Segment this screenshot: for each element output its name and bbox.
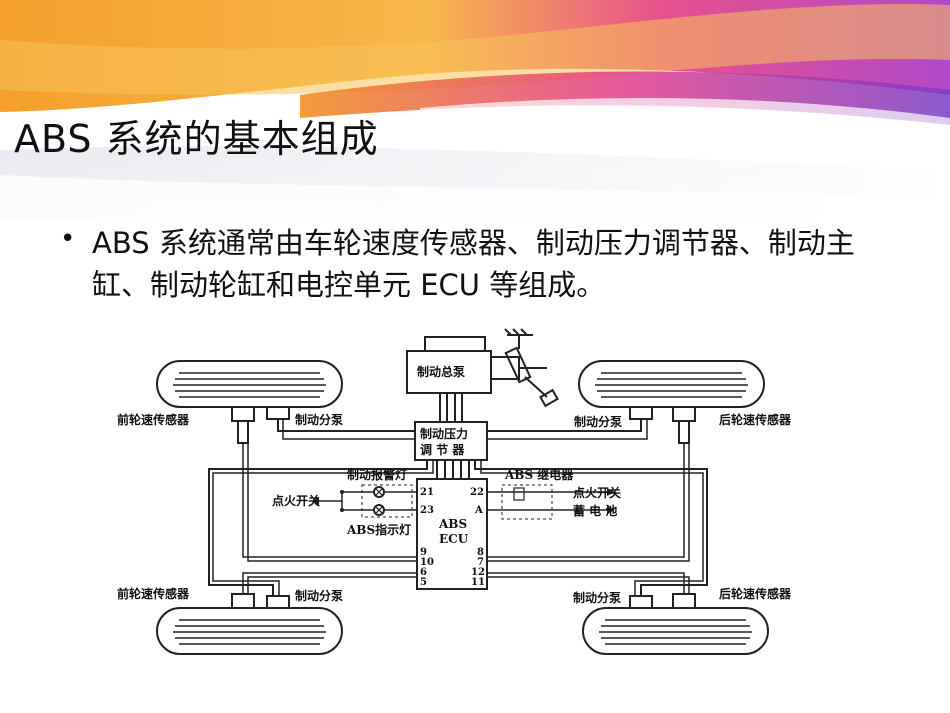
- wheel-cylinder-label-front-top: 制动分泵: [295, 412, 343, 427]
- decorative-banner: [0, 0, 950, 220]
- bullet-list: • ABS 系统通常由车轮速度传感器、制动压力调节器、制动主缸、制动轮缸和电控单…: [60, 222, 880, 332]
- slide-title: ABS 系统的基本组成: [14, 117, 379, 161]
- bullet-item-text: ABS 系统通常由车轮速度传感器、制动压力调节器、制动主缸、制动轮缸和电控单元 …: [92, 226, 855, 302]
- rear-right-tire-bottom: [582, 607, 769, 655]
- pin-6: 6: [420, 567, 427, 578]
- ecu-label-1: ABS: [438, 517, 467, 531]
- pressure-modulator-label-2: 调 节 器: [420, 442, 465, 457]
- pin-23: 23: [420, 505, 434, 516]
- pressure-modulator-box: [414, 421, 488, 461]
- relay-coil-icon: [513, 487, 525, 501]
- ignition-switch-label-right: 点火开关: [573, 485, 621, 500]
- rear-left-tire-top: [578, 360, 765, 408]
- battery-label: 蓄 电 池: [573, 503, 617, 518]
- pin-8: 8: [477, 547, 484, 558]
- pin-9: 9: [420, 547, 427, 558]
- pin-10: 10: [420, 557, 434, 568]
- front-right-tire-bottom: [156, 607, 343, 655]
- ignition-switch-label-left: 点火开关: [272, 493, 320, 508]
- front-sensor-label-bottom: 前轮速传感器: [117, 586, 190, 601]
- pin-21: 21: [420, 487, 434, 498]
- pin-5: 5: [420, 577, 427, 588]
- abs-lamp-label: ABS指示灯: [346, 522, 411, 537]
- brake-pedal: [504, 328, 559, 408]
- wheel-cylinder-label-rear-bottom: 制动分泵: [573, 590, 621, 605]
- master-cylinder: [406, 336, 547, 394]
- bullet-marker: •: [60, 224, 76, 254]
- wheel-cylinder-label-rear-top: 制动分泵: [574, 414, 622, 429]
- front-left-tire-top: [156, 360, 343, 408]
- warning-lamp-label: 制动报警灯: [347, 467, 407, 482]
- pin-11: 11: [471, 577, 485, 588]
- relay-box: [501, 484, 553, 520]
- abs-system-diagram: 制动总泵 制动压力 调 节 器 前轮速传感器 前轮速传感器 后轮速传感器 后轮速…: [107, 327, 845, 660]
- pin-A: A: [474, 505, 483, 516]
- pin-22: 22: [470, 487, 484, 498]
- rear-sensor-label-bottom: 后轮速传感器: [719, 586, 792, 601]
- pin-12: 12: [471, 567, 485, 578]
- front-sensor-label-top: 前轮速传感器: [117, 412, 190, 427]
- pin-7: 7: [477, 557, 484, 568]
- ecu-label-2: ECU: [439, 532, 469, 546]
- rear-sensor-label-top: 后轮速传感器: [719, 412, 792, 427]
- wheel-cylinder-label-front-bottom: 制动分泵: [295, 588, 343, 603]
- abs-diagram-svg: 制动总泵 制动压力 调 节 器 前轮速传感器 前轮速传感器 后轮速传感器 后轮速…: [117, 328, 792, 655]
- relay-label: ABS 继电器: [504, 467, 574, 482]
- pressure-modulator-label-1: 制动压力: [420, 426, 468, 441]
- master-cylinder-label: 制动总泵: [417, 364, 465, 379]
